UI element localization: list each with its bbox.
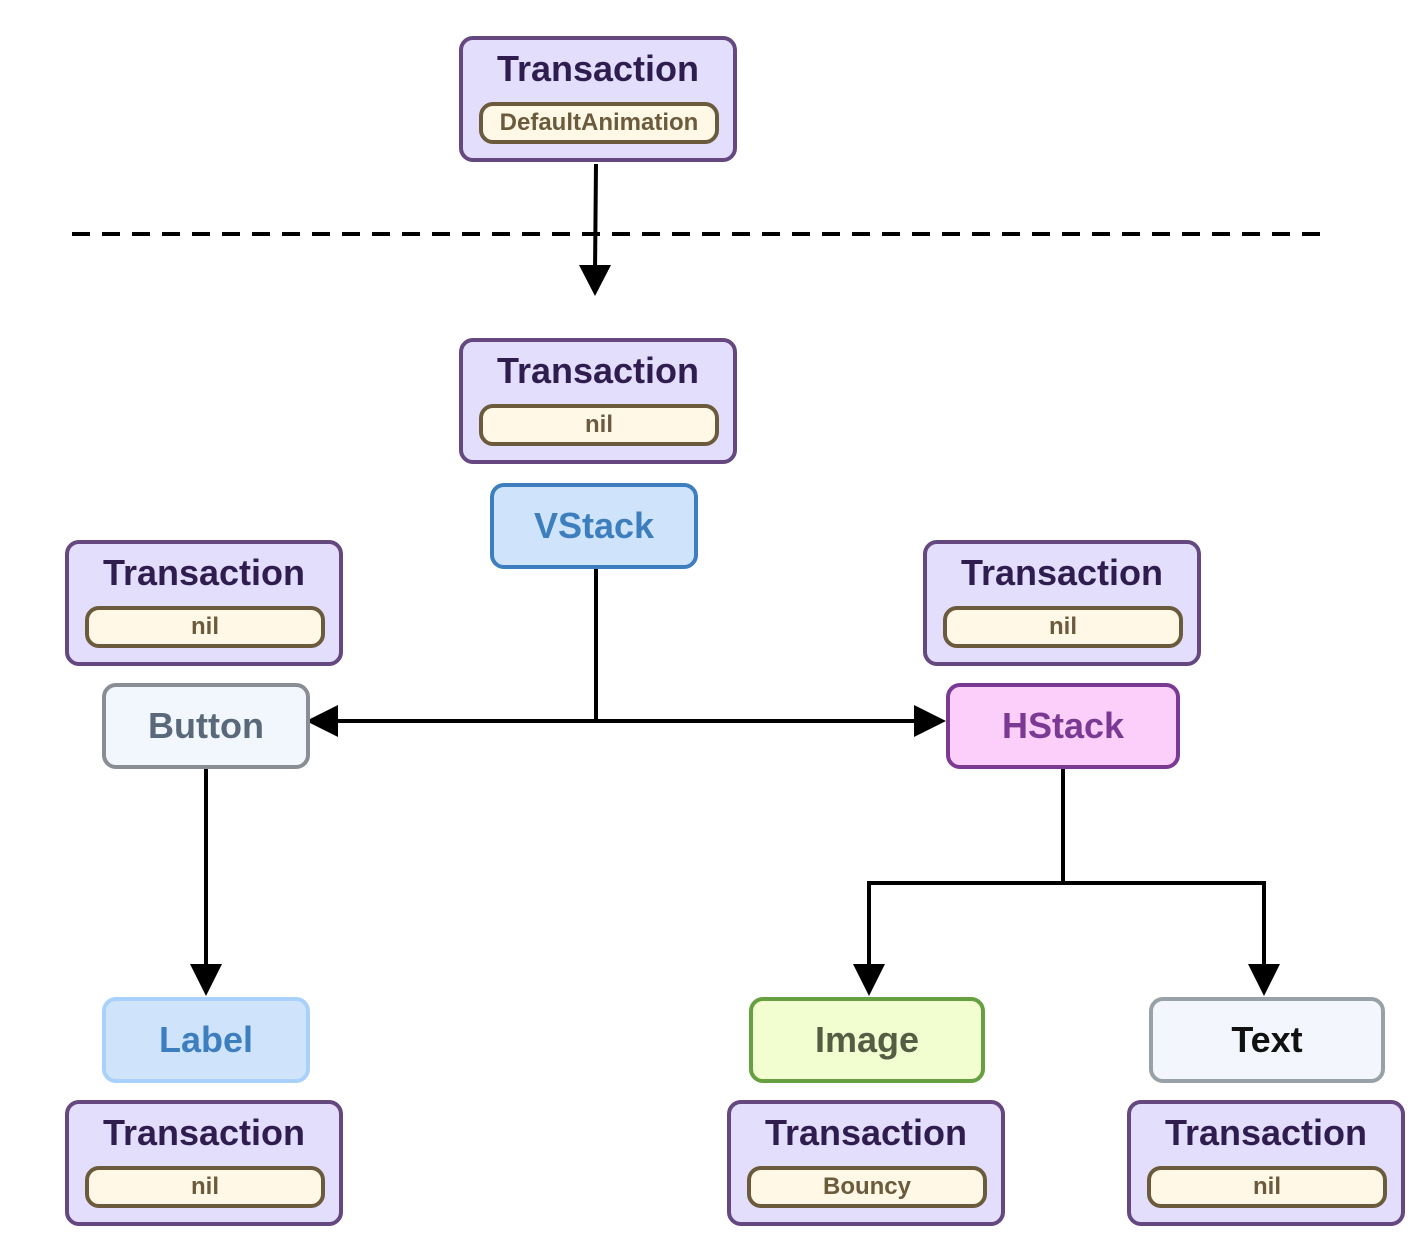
label-transaction-value: nil <box>85 1166 325 1208</box>
arrowhead-to-text <box>1248 964 1280 996</box>
arrowhead-to-label <box>190 964 222 996</box>
button-transaction-value: nil <box>85 606 325 648</box>
global-transaction-box: Transaction DefaultAnimation <box>459 36 737 162</box>
global-transaction-title: Transaction <box>496 48 700 89</box>
image-transaction-title: Transaction <box>764 1112 968 1153</box>
vstack-transaction-title: Transaction <box>496 350 700 391</box>
edge-transaction-to-vstack <box>593 163 598 273</box>
arrowhead-to-vstack <box>579 265 611 296</box>
text-node: Text <box>1149 997 1385 1083</box>
button-transaction-title: Transaction <box>102 552 306 593</box>
vstack-transaction-value: nil <box>479 404 719 446</box>
arrowhead-to-hstack <box>914 705 946 737</box>
global-transaction-value: DefaultAnimation <box>479 102 719 144</box>
arrowhead-to-button <box>306 705 338 737</box>
label-transaction-title: Transaction <box>102 1112 306 1153</box>
label-node: Label <box>102 997 310 1083</box>
edge-hstack-branches <box>867 881 1266 968</box>
image-transaction-value: Bouncy <box>747 1166 987 1208</box>
text-transaction-value: nil <box>1147 1166 1387 1208</box>
hstack-transaction-value: nil <box>943 606 1183 648</box>
button-transaction-box: Transaction nil <box>65 540 343 666</box>
hstack-transaction-box: Transaction nil <box>923 540 1201 666</box>
text-transaction-box: Transaction nil <box>1127 1100 1405 1226</box>
arrowhead-to-image <box>853 964 885 996</box>
hstack-transaction-title: Transaction <box>960 552 1164 593</box>
image-transaction-box: Transaction Bouncy <box>727 1100 1005 1226</box>
text-transaction-title: Transaction <box>1164 1112 1368 1153</box>
hstack-node: HStack <box>946 683 1180 769</box>
vstack-transaction-box: Transaction nil <box>459 338 737 464</box>
button-node: Button <box>102 683 310 769</box>
vstack-node: VStack <box>490 483 698 569</box>
label-transaction-box: Transaction nil <box>65 1100 343 1226</box>
image-node: Image <box>749 997 985 1083</box>
